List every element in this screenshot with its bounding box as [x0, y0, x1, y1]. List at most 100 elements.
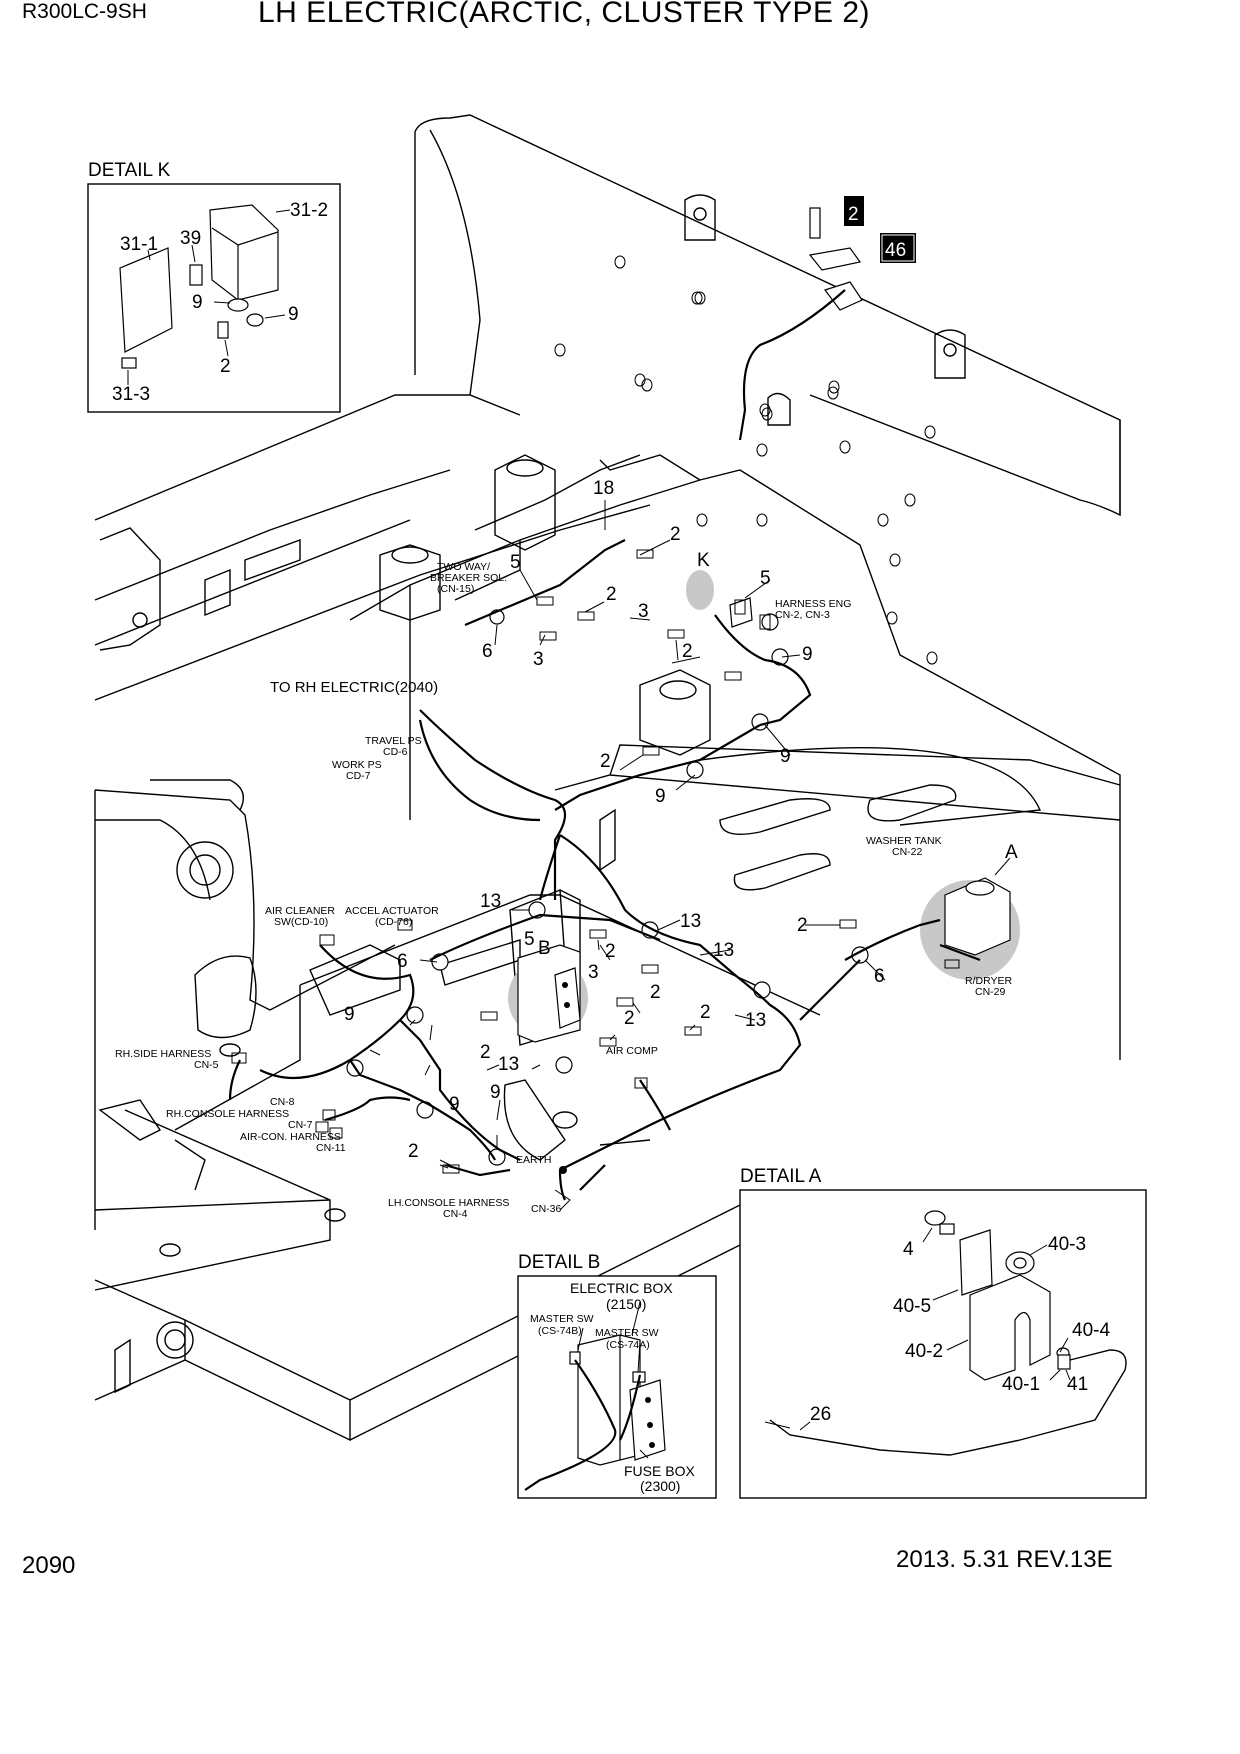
callout-6: 6	[482, 641, 493, 662]
label-rh-side-harness: RH.SIDE HARNESS	[115, 1048, 211, 1060]
label-lh-console-harness-ref: CN-4	[443, 1208, 468, 1220]
main-callouts: 18 5 2 K 5 2 3 6 3 2 9 2 9 9 13 13 5 B 2…	[344, 478, 1018, 1162]
callout-13: 13	[480, 891, 501, 912]
detail-a-title: DETAIL A	[740, 1166, 822, 1187]
label-washer-tank-ref: CN-22	[892, 846, 923, 858]
label-washer-tank: WASHER TANK	[866, 835, 942, 847]
callout-9: 9	[780, 746, 791, 767]
washer-tank	[944, 877, 1011, 956]
detail-k-marker	[686, 570, 714, 610]
detail-a-callout-40-2: 40-2	[905, 1341, 943, 1362]
callout-13: 13	[745, 1010, 766, 1031]
page-title: LH ELECTRIC(ARCTIC, CLUSTER TYPE 2)	[258, 0, 871, 29]
callout-9: 9	[490, 1082, 501, 1103]
detail-a-callout-41: 41	[1067, 1374, 1088, 1395]
callout-2: 2	[650, 982, 661, 1003]
callout-k: K	[697, 550, 710, 571]
callout-3: 3	[638, 601, 649, 622]
detail-a-callout-4: 4	[903, 1239, 914, 1260]
callout-9: 9	[449, 1094, 460, 1115]
boxed-callout-2: 2	[848, 204, 859, 225]
detail-k-callout-9a: 9	[192, 292, 203, 313]
detail-b-label-electric-box-ref: (2150)	[606, 1296, 646, 1312]
callout-6: 6	[874, 966, 885, 987]
label-two-way-breaker-sol-2: BREAKER SOL.	[430, 572, 507, 584]
callout-2: 2	[624, 1008, 635, 1029]
callout-13: 13	[680, 911, 701, 932]
detail-b-label-master-sw-b: MASTER SW	[530, 1313, 594, 1325]
callout-5: 5	[524, 929, 535, 950]
detail-k-callout-31-3: 31-3	[112, 384, 150, 405]
label-rh-console-harness: RH.CONSOLE HARNESS	[166, 1108, 289, 1120]
label-earth: EARTH	[516, 1154, 551, 1166]
detail-k-callout-9b: 9	[288, 304, 299, 325]
label-harness-eng: HARNESS ENG	[775, 598, 851, 610]
callout-9: 9	[655, 786, 666, 807]
label-two-way-breaker-sol-ref: (CN-15)	[437, 583, 474, 595]
detail-a-callout-40-3: 40-3	[1048, 1234, 1086, 1255]
callout-5: 5	[760, 568, 771, 589]
callout-2: 2	[600, 751, 611, 772]
boxed-callout-46: 46	[885, 240, 906, 261]
label-air-comp: AIR COMP	[606, 1045, 658, 1057]
detail-k: DETAIL K 31-2 31-1 39 9 9 2 31-3	[87, 160, 341, 413]
detail-b-label-fuse-box: FUSE BOX	[624, 1463, 695, 1479]
label-accel-actuator: ACCEL ACTUATOR	[345, 905, 439, 917]
detail-k-callout-2: 2	[220, 356, 231, 377]
detail-a-callout-40-4: 40-4	[1072, 1320, 1110, 1341]
label-air-cleaner: AIR CLEANER	[265, 905, 335, 917]
callout-2: 2	[682, 641, 693, 662]
callout-2: 2	[480, 1042, 491, 1063]
callout-3: 3	[588, 962, 599, 983]
callout-2: 2	[606, 584, 617, 605]
label-rh-console-harness-ref: CN-7	[288, 1119, 313, 1131]
callout-5: 5	[510, 552, 521, 573]
detail-k-callout-31-2: 31-2	[290, 200, 328, 221]
callout-b: B	[538, 938, 551, 959]
detail-a-callout-40-5: 40-5	[893, 1296, 931, 1317]
label-harness-eng-ref: CN-2, CN-3	[775, 609, 830, 621]
callout-a: A	[1005, 842, 1018, 863]
callout-2: 2	[700, 1002, 711, 1023]
model-number: R300LC-9SH	[22, 0, 147, 23]
detail-a-callout-26: 26	[810, 1404, 831, 1425]
detail-b-label-master-sw-a-ref: (CS-74A)	[606, 1339, 650, 1351]
boxed-callouts: 2 46	[844, 196, 916, 263]
detail-a-callout-40-1: 40-1	[1002, 1374, 1040, 1395]
label-to-rh-electric: TO RH ELECTRIC(2040)	[270, 679, 438, 696]
label-lh-console-harness: LH.CONSOLE HARNESS	[388, 1197, 509, 1209]
callout-2: 2	[605, 941, 616, 962]
label-travel-ps: TRAVEL PS	[365, 735, 422, 747]
detail-b-label-master-sw-a: MASTER SW	[595, 1327, 659, 1339]
callout-3: 3	[533, 649, 544, 670]
label-r-dryer-ref: CN-29	[975, 986, 1006, 998]
callout-2: 2	[408, 1141, 419, 1162]
label-accel-actuator-ref: (CD-76)	[375, 916, 412, 928]
page-number: 2090	[22, 1552, 76, 1579]
detail-b-label-fuse-box-ref: (2300)	[640, 1478, 680, 1494]
label-air-con-harness-ref: CN-11	[316, 1142, 346, 1154]
detail-b-title: DETAIL B	[518, 1252, 600, 1273]
callout-2: 2	[670, 524, 681, 545]
detail-k-callout-39: 39	[180, 228, 201, 249]
detail-k-title: DETAIL K	[88, 160, 171, 181]
callout-13: 13	[498, 1054, 519, 1075]
label-air-con-harness: AIR-CON. HARNESS	[240, 1131, 341, 1143]
callout-2: 2	[797, 915, 808, 936]
detail-b: DETAIL B ELECTRIC BOX (2150) MASTER SW (…	[517, 1252, 717, 1499]
harness-labels: TWO WAY/ BREAKER SOL. (CN-15) HARNESS EN…	[115, 561, 1012, 1220]
label-work-ps: WORK PS	[332, 759, 382, 771]
detail-k-callout-31-1: 31-1	[120, 234, 158, 255]
label-cn-8: CN-8	[270, 1096, 295, 1108]
leader-lines	[369, 500, 1011, 1169]
frame-structure	[94, 114, 1121, 1442]
label-two-way-breaker-sol: TWO WAY/	[437, 561, 490, 573]
detail-a: DETAIL A 4 40-3 40-5 40-2 40-4	[739, 1166, 1147, 1499]
detail-b-label-electric-box: ELECTRIC BOX	[570, 1280, 673, 1296]
label-rh-side-harness-ref: CN-5	[194, 1059, 219, 1071]
label-air-cleaner-ref: SW(CD-10)	[274, 916, 328, 928]
callout-9: 9	[344, 1004, 355, 1025]
callout-6: 6	[397, 951, 408, 972]
